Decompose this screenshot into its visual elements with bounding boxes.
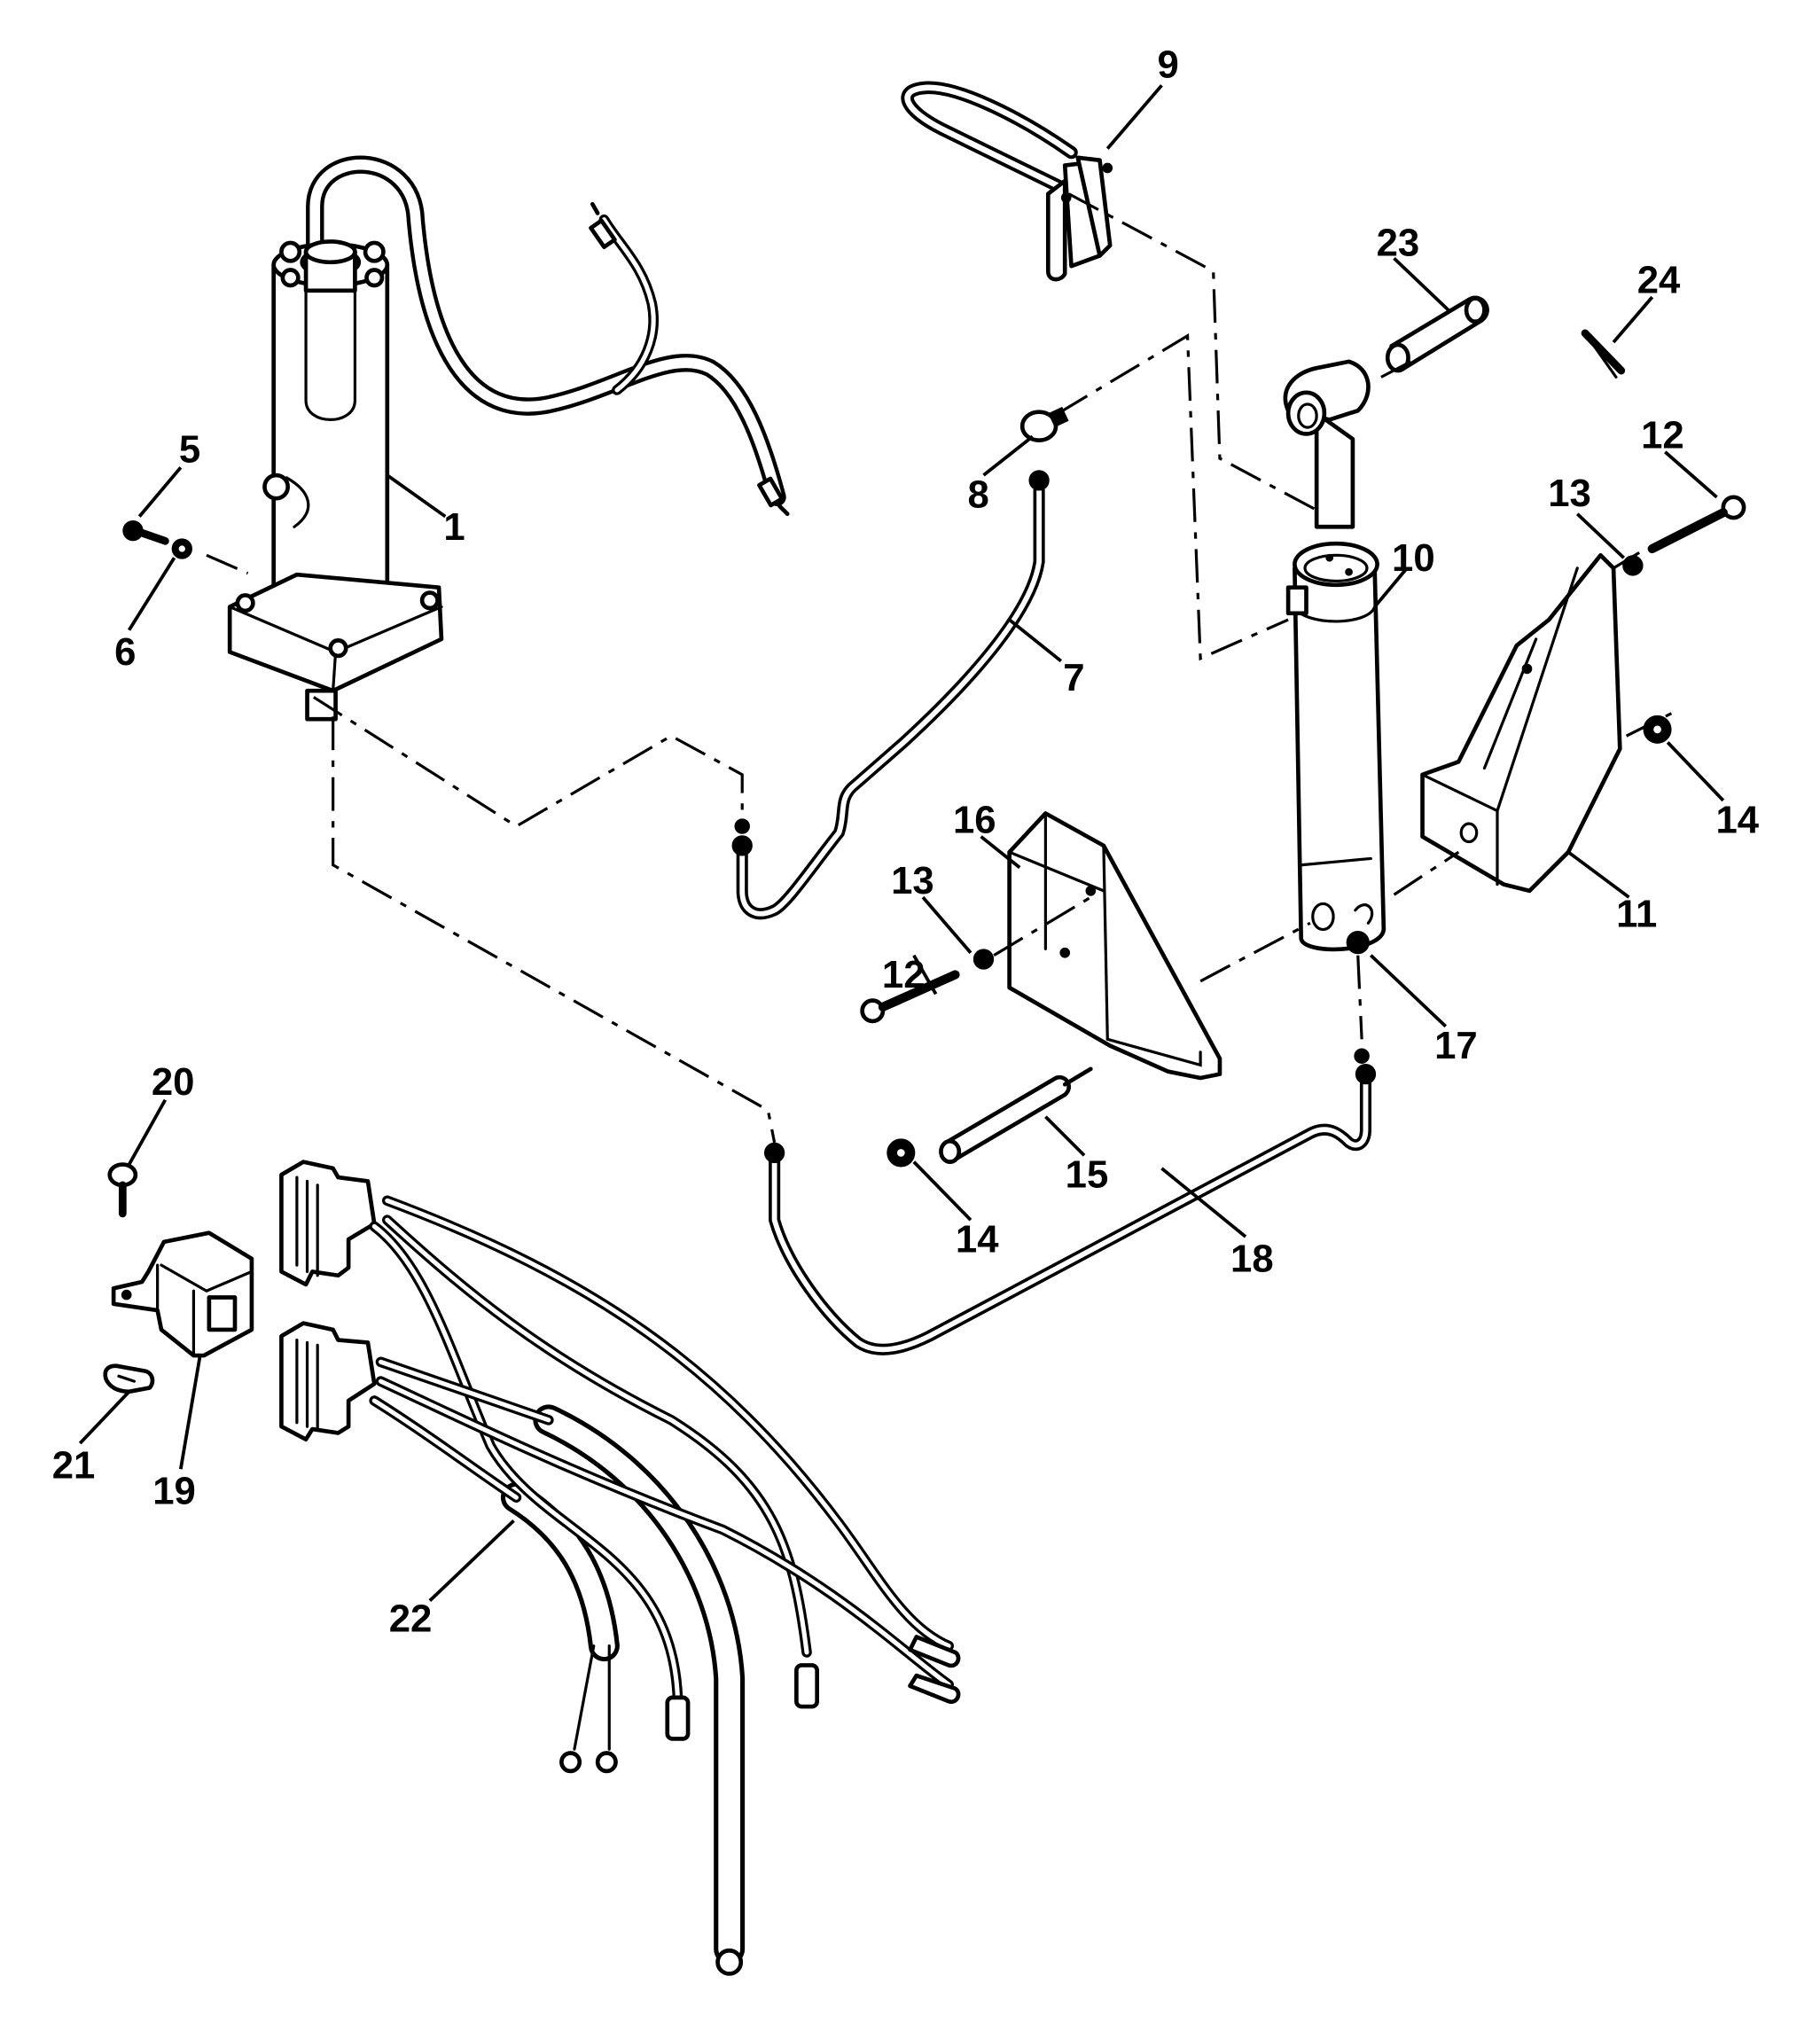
nut-14-right bbox=[1643, 715, 1672, 744]
callout-10: 10 bbox=[1392, 536, 1435, 580]
callout-12-left: 12 bbox=[882, 953, 926, 996]
hydraulic-line-18 bbox=[763, 1048, 1377, 1355]
elbow-fitting-8 bbox=[1019, 406, 1069, 443]
pump-motor-assembly bbox=[227, 155, 790, 722]
right-mounting-bracket-11 bbox=[1420, 552, 1622, 894]
callout-24: 24 bbox=[1637, 259, 1681, 302]
callout-20: 20 bbox=[152, 1060, 195, 1104]
callout-19: 19 bbox=[152, 1469, 196, 1512]
callout-8: 8 bbox=[968, 473, 989, 516]
callout-14-right: 14 bbox=[1716, 798, 1760, 841]
cotter-pin-24 bbox=[1581, 329, 1626, 379]
callout-9: 9 bbox=[1158, 43, 1179, 87]
bolt-12-left bbox=[860, 970, 960, 1024]
callout-1: 1 bbox=[443, 505, 465, 549]
nut-14-lower bbox=[887, 1138, 916, 1168]
trim-cylinder-10 bbox=[1283, 359, 1386, 952]
wiring-harness-22 bbox=[279, 1160, 961, 1976]
hydraulic-line-7 bbox=[731, 470, 1050, 920]
fitting-17 bbox=[1346, 930, 1370, 955]
callout-15: 15 bbox=[1066, 1153, 1109, 1197]
pivot-pin-23 bbox=[1385, 295, 1489, 373]
callout-13-right: 13 bbox=[1548, 472, 1591, 515]
callout-14-lower: 14 bbox=[956, 1218, 999, 1261]
bolt-12-right bbox=[1647, 495, 1746, 554]
callout-6: 6 bbox=[114, 630, 136, 674]
pin-15 bbox=[939, 1066, 1093, 1164]
callout-7: 7 bbox=[1063, 656, 1084, 699]
callout-13-left: 13 bbox=[891, 859, 934, 902]
callout-23: 23 bbox=[1377, 221, 1420, 264]
bracket-clip-9 bbox=[901, 81, 1113, 282]
assembly-centerlines bbox=[206, 192, 1679, 1144]
washer-6 bbox=[171, 538, 192, 559]
leader-lines bbox=[78, 84, 1725, 1603]
callout-11: 11 bbox=[1616, 893, 1657, 936]
washer-13-left bbox=[972, 949, 995, 970]
screw-20 bbox=[107, 1162, 138, 1218]
callout-16: 16 bbox=[953, 798, 996, 841]
left-mounting-bracket-16 bbox=[1007, 811, 1222, 1081]
callout-5: 5 bbox=[179, 427, 200, 471]
relay-19 bbox=[111, 1230, 254, 1358]
clip-21 bbox=[103, 1363, 155, 1394]
callout-21: 21 bbox=[52, 1443, 96, 1487]
callout-12-right: 12 bbox=[1641, 413, 1684, 457]
callout-18: 18 bbox=[1230, 1237, 1274, 1280]
screw-5 bbox=[122, 519, 169, 545]
callout-17: 17 bbox=[1434, 1024, 1478, 1067]
callout-labels: 1 5 6 7 8 9 10 11 12 12 13 13 14 14 15 1… bbox=[52, 43, 1760, 1641]
callout-22: 22 bbox=[389, 1597, 433, 1641]
